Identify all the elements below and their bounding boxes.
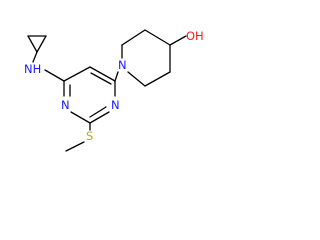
bond-s-methyl [65, 141, 85, 152]
ring-n1-label: N [111, 98, 120, 112]
bond-cyclopropyl-nh [32, 51, 38, 63]
sulfur-label: S [86, 129, 93, 143]
piperidine-ring [121, 29, 171, 87]
piperidine-n-label: N [118, 58, 127, 72]
amine-nh-label: NH [24, 62, 41, 76]
bond-nh-c4 [44, 69, 65, 82]
molecule-svg: NH N N N OH S [24, 29, 204, 152]
molecule-structure: NH N N N OH S [24, 29, 204, 152]
cyclopropyl-ring [27, 35, 47, 53]
bond-c6-piperidine-n [114, 71, 119, 82]
bond-c4-oh [169, 35, 187, 46]
hydroxyl-label: OH [186, 29, 204, 43]
ring-n3-label: N [61, 98, 70, 112]
pyrimidine-ring [63, 66, 116, 124]
